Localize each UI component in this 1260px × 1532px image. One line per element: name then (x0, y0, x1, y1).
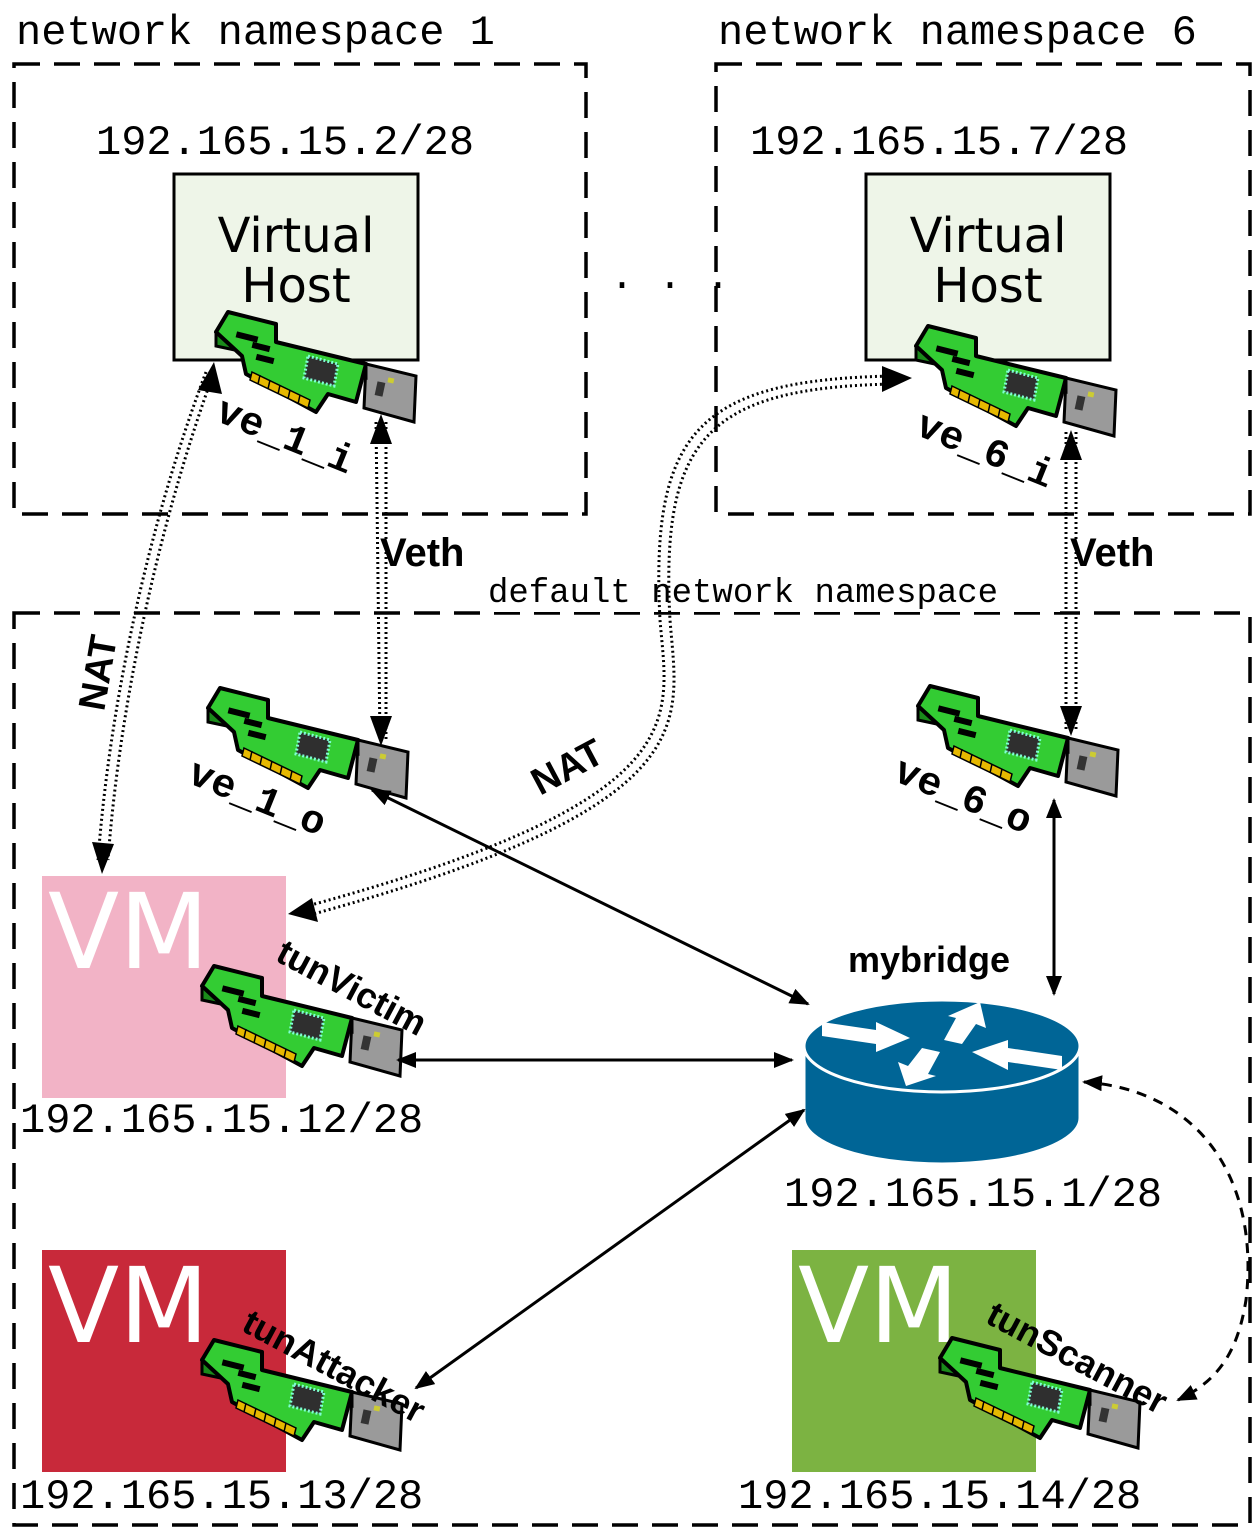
ellipsis: . . . (610, 256, 730, 301)
bridge-name: mybridge (848, 939, 1010, 980)
nic-ve-1-i-label: ve_1_i (209, 390, 359, 486)
host-6-label-line2: Host (933, 258, 1042, 314)
link-tunattacker-bridge (414, 1108, 806, 1390)
host-1-label-line1: Virtual (218, 208, 375, 264)
link-tunscanner-bridge (1082, 1075, 1250, 1402)
vm-scanner-label: VM (798, 1245, 959, 1367)
default-namespace-title: default network namespace (488, 575, 998, 613)
nic-ve-6-i-label: ve_6_i (909, 404, 1059, 500)
router-mybridge (802, 998, 1082, 1166)
host-1-ip: 192.165.15.2/28 (96, 119, 474, 167)
vm-attacker-ip: 192.165.15.13/28 (20, 1473, 423, 1521)
veth-link-6 (1060, 430, 1082, 736)
host-1-label-line2: Host (241, 258, 350, 314)
vm-victim-ip: 192.165.15.12/28 (20, 1097, 423, 1145)
veth-label-6: Veth (1070, 531, 1154, 575)
vm-scanner-ip: 192.165.15.14/28 (738, 1473, 1141, 1521)
nat-link-6 (288, 366, 912, 922)
host-6-ip: 192.165.15.7/28 (750, 119, 1128, 167)
vm-victim-label: VM (48, 871, 209, 993)
nat-link-1 (92, 362, 222, 874)
virtual-host-6 (864, 172, 1112, 362)
namespace-1-box (12, 62, 588, 516)
default-namespace-box (12, 611, 1252, 1527)
virtual-host-1 (172, 172, 420, 362)
host-6-label-line1: Virtual (910, 208, 1067, 264)
vm-attacker-label: VM (48, 1245, 209, 1367)
namespace-6-box (714, 62, 1252, 516)
link-ve-1-o-bridge (370, 788, 810, 1006)
veth-label-1: Veth (380, 531, 464, 575)
veth-link-1 (370, 414, 392, 746)
router-arrows-icon (822, 1002, 1062, 1086)
bridge-ip: 192.165.15.1/28 (784, 1171, 1162, 1219)
namespace-1-title: network namespace 1 (16, 9, 495, 57)
namespace-6-title: network namespace 6 (718, 9, 1197, 57)
